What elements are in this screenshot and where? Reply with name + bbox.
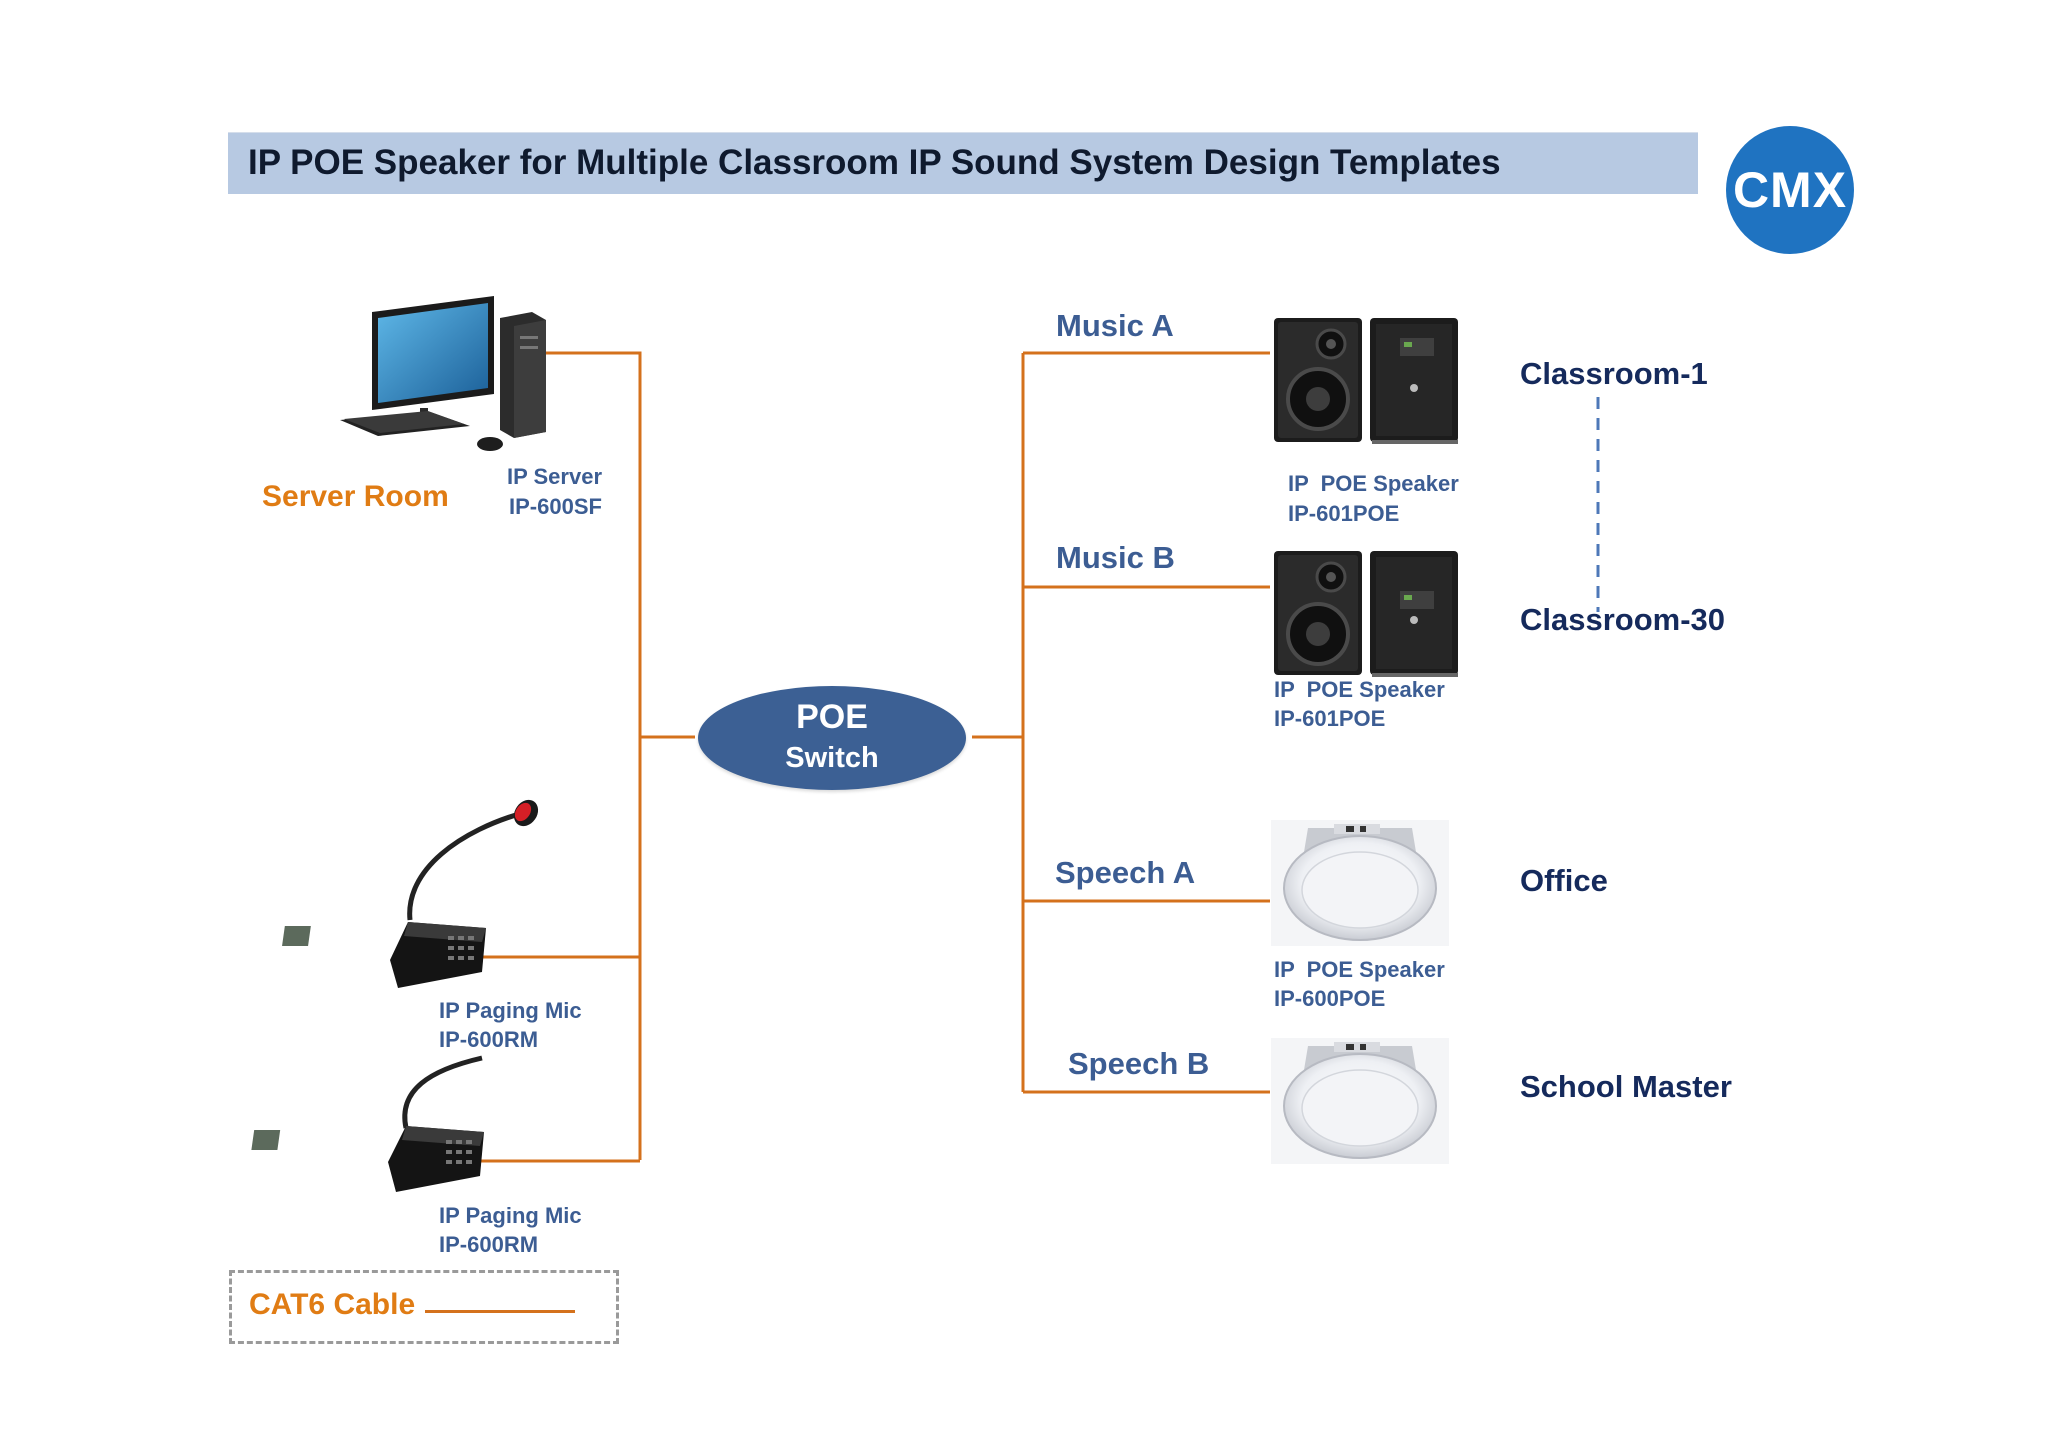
poe-switch-title: POE [796, 698, 868, 736]
ceiling-speaker-icon [1271, 820, 1449, 946]
logo-text: CMX [1732, 162, 1848, 218]
mic-1-model: IP-600RM [439, 1027, 539, 1052]
server-cable [543, 351, 642, 1160]
speaker-3-name: IP POE Speaker [1274, 957, 1445, 982]
zone-label-music-b: Music B [1056, 540, 1175, 575]
speaker-2-name: IP POE Speaker [1274, 677, 1445, 702]
title-bar: IP POE Speaker for Multiple Classroom IP… [228, 132, 1698, 194]
right-cables [972, 351, 1270, 1094]
room-classroom-1: Classroom-1 [1520, 356, 1708, 391]
wall-speaker-icon [1274, 551, 1458, 677]
legend-label: CAT6 Cable [249, 1288, 416, 1321]
cable-legend: CAT6 Cable [229, 1270, 619, 1344]
mic-2-name: IP Paging Mic [439, 1203, 582, 1228]
speaker-2-model: IP-601POE [1274, 706, 1386, 731]
server-room-label: Server Room [262, 480, 449, 513]
mic-2-model: IP-600RM [439, 1232, 539, 1257]
page-title: IP POE Speaker for Multiple Classroom IP… [248, 143, 1501, 182]
speaker-3-model: IP-600POE [1274, 986, 1386, 1011]
speaker-1-name: IP POE Speaker [1288, 471, 1459, 496]
ceiling-speaker-icon [1271, 1038, 1449, 1164]
speaker-1-model: IP-601POE [1288, 501, 1400, 526]
wall-speaker-icon [1274, 318, 1458, 444]
legend-cable-swatch [425, 1310, 575, 1313]
poe-switch: POE Switch [698, 686, 966, 790]
mic-1-name: IP Paging Mic [439, 998, 582, 1023]
room-school-master: School Master [1520, 1069, 1732, 1104]
server-name: IP Server [507, 464, 603, 489]
zone-label-music-a: Music A [1056, 308, 1174, 343]
server-model: IP-600SF [509, 494, 602, 519]
zone-label-speech-b: Speech B [1068, 1046, 1210, 1081]
poe-switch-subtitle: Switch [785, 742, 879, 774]
zone-label-speech-a: Speech A [1055, 855, 1196, 890]
paging-microphone-icon [251, 1055, 484, 1192]
room-office: Office [1520, 863, 1608, 898]
paging-microphone-icon [282, 799, 539, 988]
cmx-logo: CMX [1726, 126, 1854, 254]
desktop-computer-icon [340, 296, 546, 451]
room-classroom-30: Classroom-30 [1520, 602, 1726, 637]
